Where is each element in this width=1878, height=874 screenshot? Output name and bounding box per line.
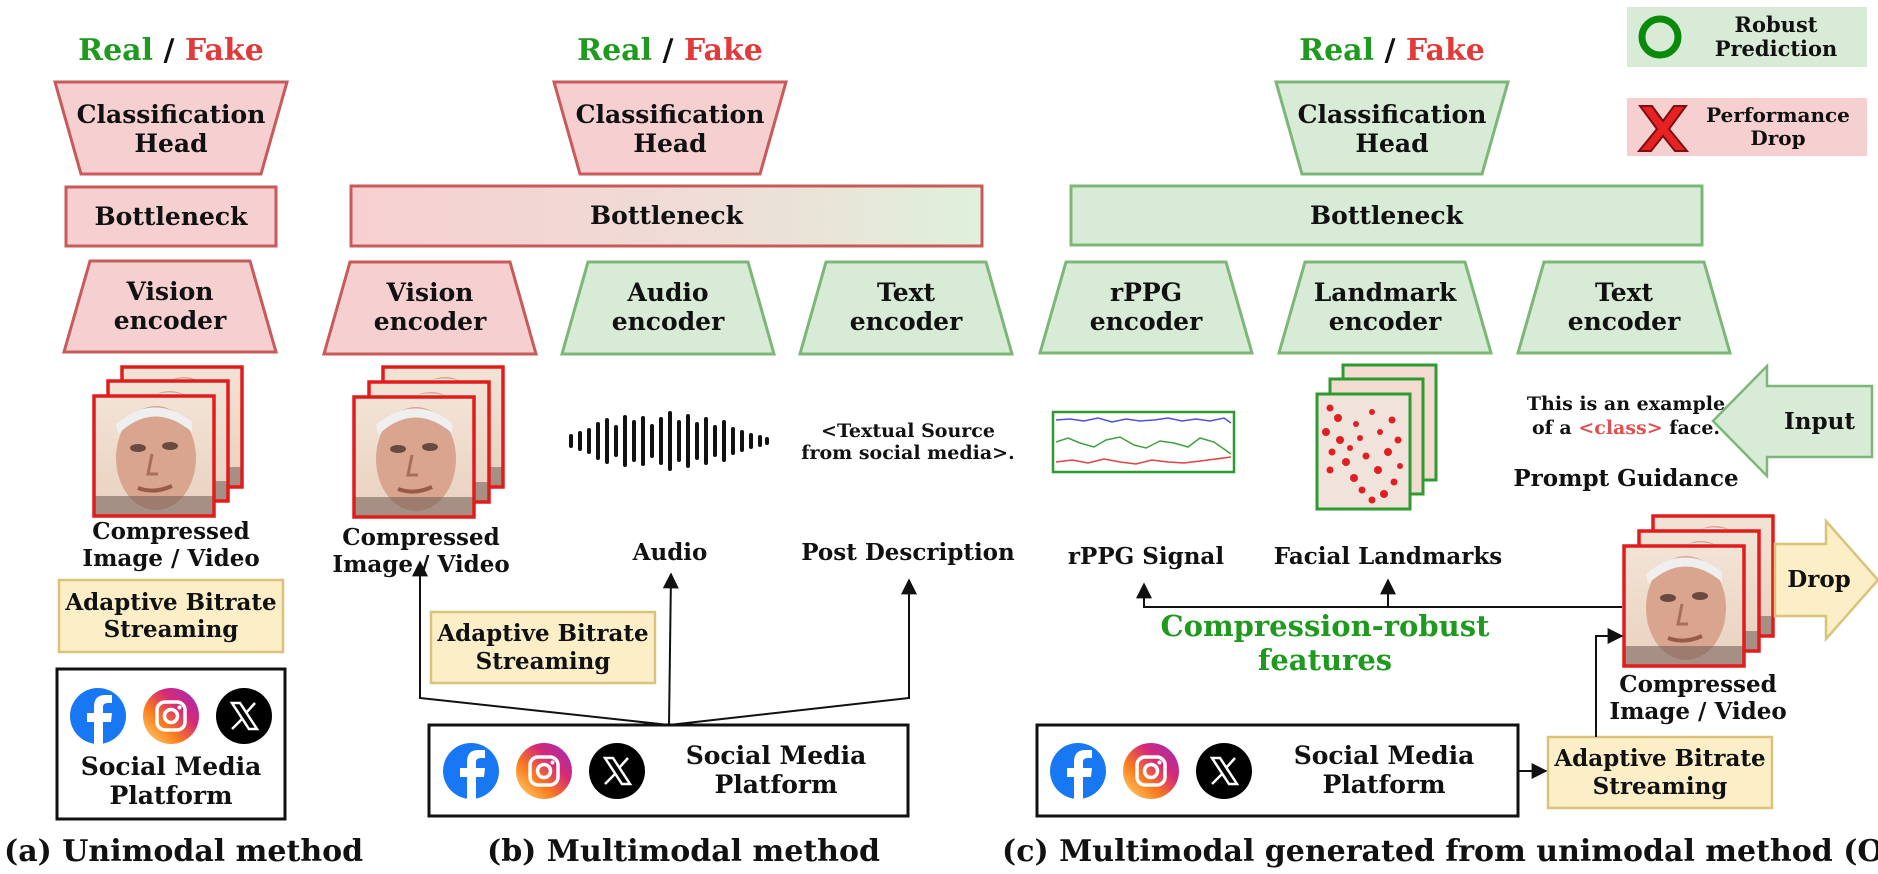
- b-vision-encoder: Vision encoder: [373, 277, 487, 337]
- c-drop-arrow-label: Drop: [1787, 566, 1851, 594]
- b-compressed-frames: [352, 365, 505, 519]
- c-landmark-encoder: Landmark encoder: [1313, 277, 1457, 337]
- c-classification-head-shape: [1274, 80, 1510, 176]
- a-instagram-icon: [141, 686, 201, 746]
- b-audio-waveform: [569, 411, 769, 471]
- a-compressed-frames: [92, 365, 244, 518]
- b-text-encoder-shape: [798, 260, 1014, 356]
- c-bottleneck: Bottleneck: [1310, 200, 1463, 230]
- b-text-source: <Textual Source from social media>.: [801, 419, 1015, 464]
- c-x-icon: [1194, 741, 1254, 801]
- b-input-label: Compressed Image / Video: [332, 523, 510, 578]
- a-input-label: Compressed Image / Video: [82, 517, 260, 572]
- c-input-label: Compressed Image / Video: [1609, 670, 1787, 725]
- c-rppg-signal-plot: [1051, 410, 1236, 474]
- c-facial-landmark-frames: [1315, 363, 1438, 511]
- c-real-fake-label: Real / Fake: [1299, 33, 1485, 68]
- a-caption: (a) Unimodal method: [4, 834, 364, 869]
- legend-robust-label: Robust Prediction: [1714, 11, 1838, 61]
- b-caption: (b) Multimodal method: [487, 834, 880, 869]
- b-platform-label: Social Media Platform: [685, 740, 867, 800]
- a-abr-shape: [57, 578, 285, 654]
- c-text-encoder: Text encoder: [1567, 277, 1681, 337]
- b-audio-encoder-shape: [560, 260, 776, 356]
- b-connector-arrows: [412, 560, 917, 726]
- b-classification-head-shape: [552, 80, 788, 176]
- a-classification-head-shape: [53, 80, 289, 176]
- b-instagram-icon: [514, 741, 574, 801]
- c-platform-shape: [1035, 723, 1520, 818]
- c-platform-label: Social Media Platform: [1293, 740, 1475, 800]
- a-classification-head: Classification Head: [76, 99, 266, 159]
- a-abr-label: Adaptive Bitrate Streaming: [65, 588, 277, 643]
- b-bottleneck: Bottleneck: [590, 201, 743, 231]
- c-drop-arrow-shape: [1773, 517, 1878, 643]
- b-audio-encoder: Audio encoder: [611, 277, 725, 337]
- b-text-encoder: Text encoder: [849, 277, 963, 337]
- a-vision-encoder-shape: [62, 259, 278, 354]
- c-compressed-frames: [1622, 514, 1775, 668]
- c-abr-label: Adaptive Bitrate Streaming: [1554, 745, 1766, 800]
- c-prompt-line-1: This is an example: [1526, 393, 1726, 415]
- a-platform-label: Social Media Platform: [80, 751, 262, 811]
- c-caption: (c) Multimodal generated from unimodal m…: [1002, 834, 1878, 869]
- c-input-arrow-label: Input: [1784, 408, 1855, 436]
- c-bottleneck-shape: [1069, 184, 1704, 247]
- b-audio-label: Audio: [632, 539, 708, 567]
- c-rppg-label: rPPG Signal: [1067, 543, 1225, 571]
- b-abr-shape: [429, 610, 657, 685]
- c-input-arrow-shape: [1711, 362, 1874, 480]
- b-classification-head: Classification Head: [575, 99, 765, 159]
- b-bottleneck-shape: [349, 184, 984, 248]
- performance-drop-x-icon: [1636, 105, 1690, 152]
- c-features-label: Compression-robust features: [1160, 608, 1490, 677]
- a-bottleneck-shape: [64, 185, 278, 248]
- robust-circle-icon: [1638, 15, 1682, 59]
- c-landmark-label: Facial Landmarks: [1273, 543, 1503, 571]
- c-text-encoder-shape: [1516, 260, 1732, 355]
- b-vision-encoder-shape: [322, 260, 538, 356]
- c-prompt-guidance: Prompt Guidance: [1513, 465, 1739, 493]
- b-real-fake-label: Real / Fake: [577, 33, 763, 68]
- c-landmark-encoder-shape: [1277, 260, 1493, 355]
- c-instagram-icon: [1121, 741, 1181, 801]
- legend-drop-label: Performance Drop: [1706, 103, 1850, 150]
- a-bottleneck: Bottleneck: [94, 201, 248, 231]
- b-abr-label: Adaptive Bitrate Streaming: [437, 620, 649, 675]
- c-classification-head: Classification Head: [1297, 99, 1487, 159]
- c-prompt-class: <class>: [1578, 416, 1663, 439]
- b-x-icon: [587, 741, 647, 801]
- a-vision-encoder: Vision encoder: [113, 276, 227, 336]
- a-real-fake-label: Real / Fake: [78, 33, 264, 68]
- c-prompt-line-2: of a <class> face.: [1531, 416, 1721, 439]
- a-x-icon: [214, 686, 274, 746]
- b-post-label: Post Description: [801, 539, 1015, 567]
- c-connector-arrows: [1136, 578, 1624, 779]
- c-abr-shape: [1546, 735, 1774, 810]
- c-rppg-encoder-shape: [1038, 260, 1254, 355]
- c-prompt-text: This is an example of a <class> face.: [1508, 393, 1744, 441]
- c-rppg-encoder: rPPG encoder: [1089, 277, 1203, 337]
